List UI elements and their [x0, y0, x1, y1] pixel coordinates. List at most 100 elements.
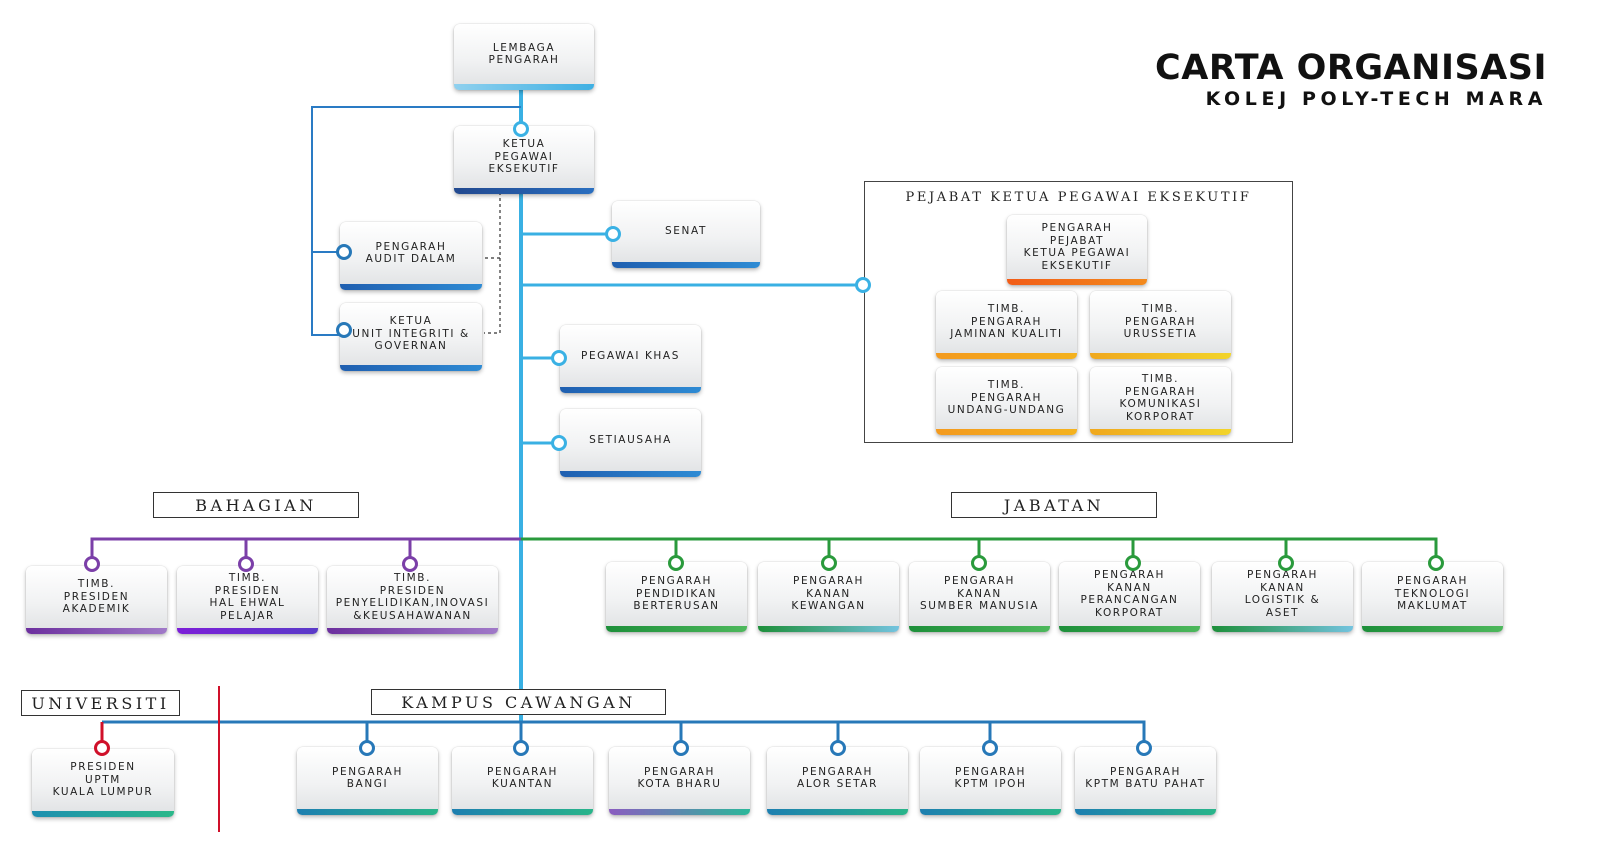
pengarah-kptm-batu-pahat-box[interactable]: PENGARAH KPTM BATU PAHAT [1075, 747, 1216, 815]
box-label: PRESIDEN UPTM KUALA LUMPUR [52, 761, 154, 799]
pengarah-bangi-box[interactable]: PENGARAH BANGI [297, 747, 438, 815]
box-label: PENGARAH KUANTAN [487, 765, 558, 791]
integriti-node [336, 322, 352, 338]
kampus-node [513, 740, 529, 756]
box-label: TIMB. PRESIDEN PENYELIDIKAN,INOVASI &KEU… [335, 572, 490, 622]
jabatan-node [668, 555, 684, 571]
kampus-node [830, 740, 846, 756]
box-label: TIMB. PENGARAH URUSSETIA [1123, 303, 1198, 341]
senat-box[interactable]: SENAT [612, 201, 760, 268]
box-label: PENGARAH ALOR SETAR [797, 765, 878, 791]
lembaga-pengarah-box[interactable]: LEMBAGA PENGARAH [454, 24, 594, 90]
box-accent-bar [936, 429, 1077, 435]
box-label: PENGARAH KANAN KEWANGAN [791, 575, 866, 613]
box-accent-bar [1007, 279, 1147, 285]
box-accent-bar [758, 626, 899, 632]
pengarah-kota-bharu-box[interactable]: PENGARAH KOTA BHARU [609, 747, 750, 815]
box-accent-bar [177, 628, 318, 634]
timb-presiden-akademik-box[interactable]: TIMB. PRESIDEN AKADEMIK [26, 566, 167, 634]
box-accent-bar [606, 626, 747, 632]
box-accent-bar [340, 365, 482, 371]
pengarah-kptm-ipoh-box[interactable]: PENGARAH KPTM IPOH [920, 747, 1061, 815]
ketua-node [513, 121, 529, 137]
senat-node [605, 226, 621, 242]
box-accent-bar [454, 84, 594, 90]
box-label: PEGAWAI KHAS [581, 349, 680, 362]
box-accent-bar [767, 809, 908, 815]
presiden-uptm-box[interactable]: PRESIDEN UPTM KUALA LUMPUR [32, 749, 174, 817]
timb-presiden-penyelidikan-box[interactable]: TIMB. PRESIDEN PENYELIDIKAN,INOVASI &KEU… [327, 566, 498, 634]
box-accent-bar [560, 471, 701, 477]
box-label: PENGARAH BANGI [332, 765, 403, 791]
universiti-node [94, 740, 110, 756]
kampus-node [359, 740, 375, 756]
office-panel-title: PEJABAT KETUA PEGAWAI EKSEKUTIF [905, 190, 1252, 205]
box-accent-bar [936, 353, 1077, 359]
box-label: PENGARAH PEJABAT KETUA PEGAWAI EKSEKUTIF [1023, 222, 1131, 272]
jabatan-node [821, 555, 837, 571]
timb-undang-undang-box[interactable]: TIMB. PENGARAH UNDANG-UNDANG [936, 367, 1077, 435]
pegawai-khas-box[interactable]: PEGAWAI KHAS [560, 325, 701, 393]
box-label: PENGARAH KANAN SUMBER MANUSIA [919, 575, 1039, 613]
kampus-node [982, 740, 998, 756]
jabatan-line [521, 537, 1438, 562]
box-label: TIMB. PENGARAH JAMINAN KUALITI [950, 303, 1063, 341]
pengarah-kanan-sumber-manusia-box[interactable]: PENGARAH KANAN SUMBER MANUSIA [909, 562, 1050, 632]
pengarah-kuantan-box[interactable]: PENGARAH KUANTAN [452, 747, 593, 815]
setiausaha-node [551, 435, 567, 451]
box-label: PENGARAH KPTM IPOH [954, 765, 1027, 791]
pengarah-pendidikan-berterusan-box[interactable]: PENGARAH PENDIDIKAN BERTERUSAN [606, 562, 747, 632]
pengarah-audit-dalam-box[interactable]: PENGARAH AUDIT DALAM [340, 222, 482, 290]
box-accent-bar [26, 628, 167, 634]
pengarah-kanan-kewangan-box[interactable]: PENGARAH KANAN KEWANGAN [758, 562, 899, 632]
box-label: PENGARAH PENDIDIKAN BERTERUSAN [633, 575, 720, 613]
box-label: KETUA UNIT INTEGRITI & GOVERNAN [352, 315, 470, 353]
box-label: PENGARAH TEKNOLOGI MAKLUMAT [1394, 575, 1471, 613]
box-label: PENGARAH KOTA BHARU [637, 765, 722, 791]
box-accent-bar [909, 626, 1050, 632]
box-accent-bar [1075, 809, 1216, 815]
timb-presiden-hal-ehwal-pelajar-box[interactable]: TIMB. PRESIDEN HAL EHWAL PELAJAR [177, 566, 318, 634]
pengarah-teknologi-maklumat-box[interactable]: PENGARAH TEKNOLOGI MAKLUMAT [1362, 562, 1503, 632]
office-panel: PEJABAT KETUA PEGAWAI EKSEKUTIF [864, 181, 1293, 443]
bahagian-node [238, 556, 254, 572]
box-accent-bar [1212, 626, 1353, 632]
chart-title: CARTA ORGANISASI [1155, 48, 1547, 88]
audit-loop-line [311, 106, 521, 336]
office-node [855, 277, 871, 293]
box-accent-bar [1090, 429, 1231, 435]
timb-komunikasi-korporat-box[interactable]: TIMB. PENGARAH KOMUNIKASI KORPORAT [1090, 367, 1231, 435]
setiausaha-box[interactable]: SETIAUSAHA [560, 409, 701, 477]
box-label: LEMBAGA PENGARAH [488, 41, 560, 67]
ketua-unit-integriti-box[interactable]: KETUA UNIT INTEGRITI & GOVERNAN [340, 303, 482, 371]
bahagian-line [90, 537, 521, 562]
jabatan-node [1125, 555, 1141, 571]
timb-urussetia-box[interactable]: TIMB. PENGARAH URUSSETIA [1090, 291, 1231, 359]
pegawai-khas-node [551, 350, 567, 366]
box-label: PENGARAH KANAN PERANCANGAN KORPORAT [1080, 569, 1179, 619]
pengarah-kanan-logistik-aset-box[interactable]: PENGARAH KANAN LOGISTIK & ASET [1212, 562, 1353, 632]
timb-jaminan-kualiti-box[interactable]: TIMB. PENGARAH JAMINAN KUALITI [936, 291, 1077, 359]
box-accent-bar [1059, 626, 1200, 632]
dashed-link-line [484, 192, 501, 334]
bahagian-node [84, 556, 100, 572]
box-label: PENGARAH KPTM BATU PAHAT [1085, 765, 1206, 791]
pengarah-kanan-perancangan-korporat-box[interactable]: PENGARAH KANAN PERANCANGAN KORPORAT [1059, 562, 1200, 632]
ketua-pegawai-eksekutif-box[interactable]: KETUA PEGAWAI EKSEKUTIF [454, 126, 594, 194]
bahagian-node [402, 556, 418, 572]
box-accent-bar [1362, 626, 1503, 632]
kampus-line [102, 720, 1146, 746]
box-accent-bar [609, 809, 750, 815]
pengarah-pejabat-box[interactable]: PENGARAH PEJABAT KETUA PEGAWAI EKSEKUTIF [1007, 215, 1147, 285]
box-accent-bar [327, 628, 498, 634]
box-label: TIMB. PRESIDEN AKADEMIK [62, 578, 131, 616]
box-label: SETIAUSAHA [589, 433, 672, 446]
audit-node [336, 244, 352, 260]
kampus-node [673, 740, 689, 756]
box-accent-bar [297, 809, 438, 815]
box-accent-bar [32, 811, 174, 817]
pengarah-alor-setar-box[interactable]: PENGARAH ALOR SETAR [767, 747, 908, 815]
box-label: KETUA PEGAWAI EKSEKUTIF [488, 138, 560, 176]
box-label: TIMB. PRESIDEN HAL EHWAL PELAJAR [209, 572, 286, 622]
